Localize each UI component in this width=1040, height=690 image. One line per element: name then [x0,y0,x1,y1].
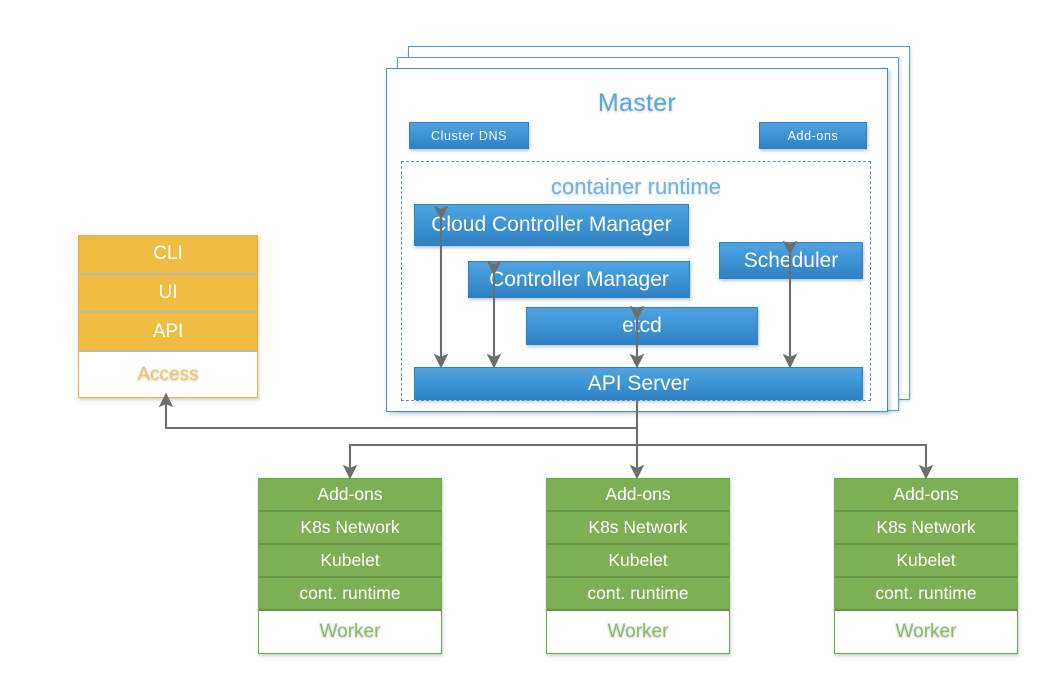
worker-3-row-kubelet[interactable]: Kubelet [835,545,1017,578]
arrow-bus-worker-3 [637,443,934,480]
worker-node-1: Add-ons K8s Network Kubelet cont. runtim… [258,478,442,654]
access-row-ui-label: UI [158,282,178,303]
controller-manager-box[interactable]: Controller Manager [468,261,690,298]
worker-node-3: Add-ons K8s Network Kubelet cont. runtim… [834,478,1018,654]
api-server-label: API Server [587,371,690,395]
controller-manager-label: Controller Manager [489,267,669,291]
worker-3-row-runtime[interactable]: cont. runtime [835,578,1017,611]
worker-3-row-runtime-label: cont. runtime [875,583,977,603]
access-footer: Access [79,352,257,398]
etcd-box[interactable]: etcd [526,307,758,345]
worker-1-row-runtime[interactable]: cont. runtime [259,578,441,611]
worker-1-row-kubelet-label: Kubelet [320,550,380,570]
access-footer-label: Access [137,363,199,385]
worker-2-row-addons[interactable]: Add-ons [547,479,729,512]
etcd-label: etcd [622,314,662,337]
master-addons-button[interactable]: Add-ons [759,122,867,149]
cloud-controller-manager-label: Cloud Controller Manager [431,213,672,236]
master-title: Master [597,89,677,117]
worker-1-row-kubelet[interactable]: Kubelet [259,545,441,578]
container-runtime-title: container runtime [551,174,721,199]
worker-node-2: Add-ons K8s Network Kubelet cont. runtim… [546,478,730,654]
worker-3-row-network[interactable]: K8s Network [835,512,1017,545]
worker-2-footer: Worker [547,611,729,653]
worker-2-row-kubelet-label: Kubelet [608,550,668,570]
master-panel: Master Cluster DNS Add-ons container run… [386,68,888,412]
worker-3-footer: Worker [835,611,1017,653]
worker-3-row-addons-label: Add-ons [893,484,959,504]
scheduler-box[interactable]: Scheduler [719,242,863,279]
worker-3-row-kubelet-label: Kubelet [896,550,956,570]
worker-3-footer-label: Worker [895,621,957,642]
worker-1-row-runtime-label: cont. runtime [299,583,401,603]
access-row-cli-label: CLI [153,243,183,265]
master-addons-label: Add-ons [787,128,839,143]
cloud-controller-manager-box[interactable]: Cloud Controller Manager [414,204,689,246]
worker-1-row-addons-label: Add-ons [317,484,383,504]
worker-3-row-network-label: K8s Network [876,517,976,537]
worker-2-row-network-label: K8s Network [588,517,688,537]
worker-1-footer: Worker [259,611,441,653]
access-row-api-label: API [152,320,184,342]
worker-2-row-runtime-label: cont. runtime [587,583,689,603]
worker-1-footer-label: Worker [319,621,381,642]
worker-2-footer-label: Worker [607,621,669,642]
access-row-cli[interactable]: CLI [79,236,257,275]
access-row-ui[interactable]: UI [79,274,257,314]
worker-1-row-addons[interactable]: Add-ons [259,479,441,512]
worker-1-row-network[interactable]: K8s Network [259,512,441,545]
container-runtime-region: container runtime [401,161,871,401]
arrow-bus-worker-1 [342,443,637,480]
access-row-api[interactable]: API [79,313,257,353]
worker-2-row-network[interactable]: K8s Network [547,512,729,545]
worker-1-row-network-label: K8s Network [300,517,400,537]
worker-3-row-addons[interactable]: Add-ons [835,479,1017,512]
access-stack: CLI UI API Access [78,235,258,398]
api-server-box[interactable]: API Server [414,367,863,400]
worker-2-row-runtime[interactable]: cont. runtime [547,578,729,611]
cluster-dns-label: Cluster DNS [430,128,508,143]
scheduler-label: Scheduler [743,248,839,272]
worker-2-row-addons-label: Add-ons [605,484,671,504]
worker-2-row-kubelet[interactable]: Kubelet [547,545,729,578]
cluster-dns-button[interactable]: Cluster DNS [409,122,529,149]
